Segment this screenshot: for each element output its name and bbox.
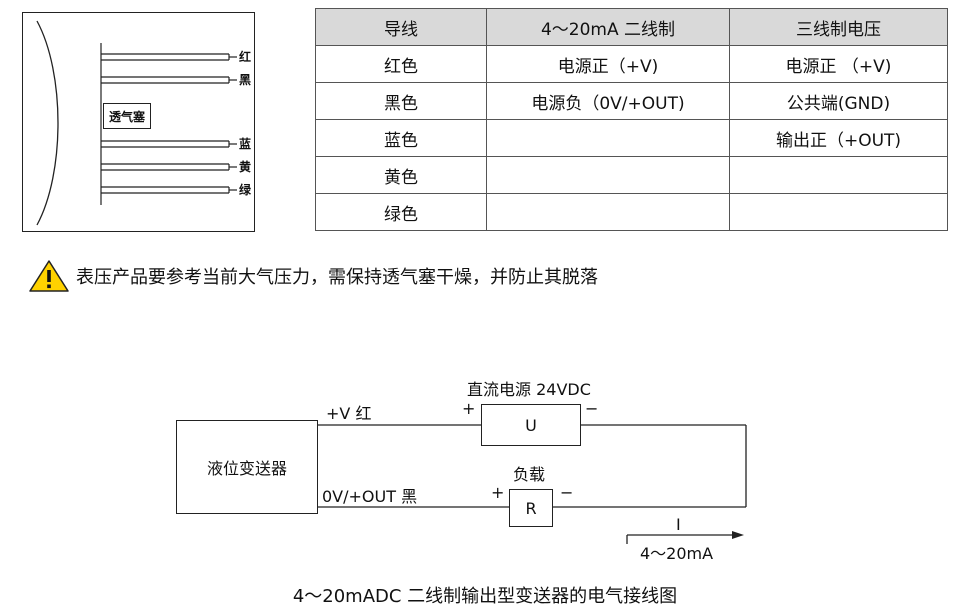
current-range-label: 4～20mA <box>640 544 714 563</box>
table-cell: 绿色 <box>315 193 487 231</box>
load-plus-sign: + <box>491 483 505 502</box>
table-row: 黄色 <box>315 156 948 194</box>
wire-tag-yellow: 黄 <box>239 160 252 174</box>
warning-note: 表压产品要参考当前大气压力，需保持透气塞干燥，并防止其脱落 <box>28 258 598 294</box>
table-row: 红色 电源正（+V) 电源正 （+V) <box>315 45 948 83</box>
table-cell: 红色 <box>315 45 487 83</box>
transmitter-box: 液位变送器 <box>176 420 318 514</box>
load-box: R <box>509 489 553 527</box>
circuit-diagram: 液位变送器 直流电源 24VDC + − U +V 红 0V/+OUT 黑 负载… <box>0 360 970 611</box>
wire-tag-black: 黑 <box>239 73 252 87</box>
table-cell <box>486 156 730 194</box>
table-row: 黑色 电源负（0V/+OUT) 公共端(GND) <box>315 82 948 120</box>
table-cell: 黑色 <box>315 82 487 120</box>
warning-triangle-icon <box>29 260 69 292</box>
table-row: 蓝色 输出正（+OUT) <box>315 119 948 157</box>
table-cell: 输出正（+OUT) <box>729 119 948 157</box>
table-cell: 黄色 <box>315 156 487 194</box>
table-cell: 公共端(GND) <box>729 82 948 120</box>
zero-v-black-label: 0V/+OUT 黑 <box>322 487 418 506</box>
table-cell <box>729 156 948 194</box>
wire-tag-green: 绿 <box>239 183 252 197</box>
power-supply-label: 直流电源 24VDC <box>467 380 591 399</box>
warning-text: 表压产品要参考当前大气压力，需保持透气塞干燥，并防止其脱落 <box>76 267 598 288</box>
diagram-caption: 4～20mADC 二线制输出型变送器的电气接线图 <box>292 586 678 607</box>
table-cell <box>486 119 730 157</box>
transmitter-label: 液位变送器 <box>206 459 287 478</box>
power-plus-sign: + <box>462 399 476 418</box>
wire-tag-blue: 蓝 <box>239 137 252 151</box>
circuit-wires <box>318 424 747 544</box>
load-label: 负载 <box>513 465 546 484</box>
table-cell <box>729 193 948 231</box>
table-cell: 电源正 （+V) <box>729 45 948 83</box>
table-row: 绿色 <box>315 193 948 231</box>
vent-plug-label: 透气塞 <box>103 103 151 129</box>
plus-v-red-label: +V 红 <box>326 404 372 423</box>
table-cell: 蓝色 <box>315 119 487 157</box>
table-cell <box>486 193 730 231</box>
power-supply-box: U <box>481 404 581 446</box>
cable-diagram: 透气塞 红 黑 蓝 黄 绿 <box>22 12 255 232</box>
table-header-row: 导线 4～20mA 二线制 三线制电压 <box>315 8 948 46</box>
power-box-label: U <box>525 415 537 435</box>
header-three-wire: 三线制电压 <box>729 8 948 46</box>
power-minus-sign: − <box>585 399 599 418</box>
wire-tag-red: 红 <box>239 50 252 64</box>
cable-diagram-drawing <box>36 20 237 226</box>
header-wire: 导线 <box>315 8 487 46</box>
load-box-label: R <box>525 498 537 518</box>
header-two-wire: 4～20mA 二线制 <box>486 8 730 46</box>
current-label: I <box>676 515 681 534</box>
load-minus-sign: − <box>560 483 574 502</box>
wiring-table: 导线 4～20mA 二线制 三线制电压 红色 电源正（+V) 电源正 （+V) … <box>315 8 948 231</box>
table-cell: 电源正（+V) <box>486 45 730 83</box>
table-cell: 电源负（0V/+OUT) <box>486 82 730 120</box>
